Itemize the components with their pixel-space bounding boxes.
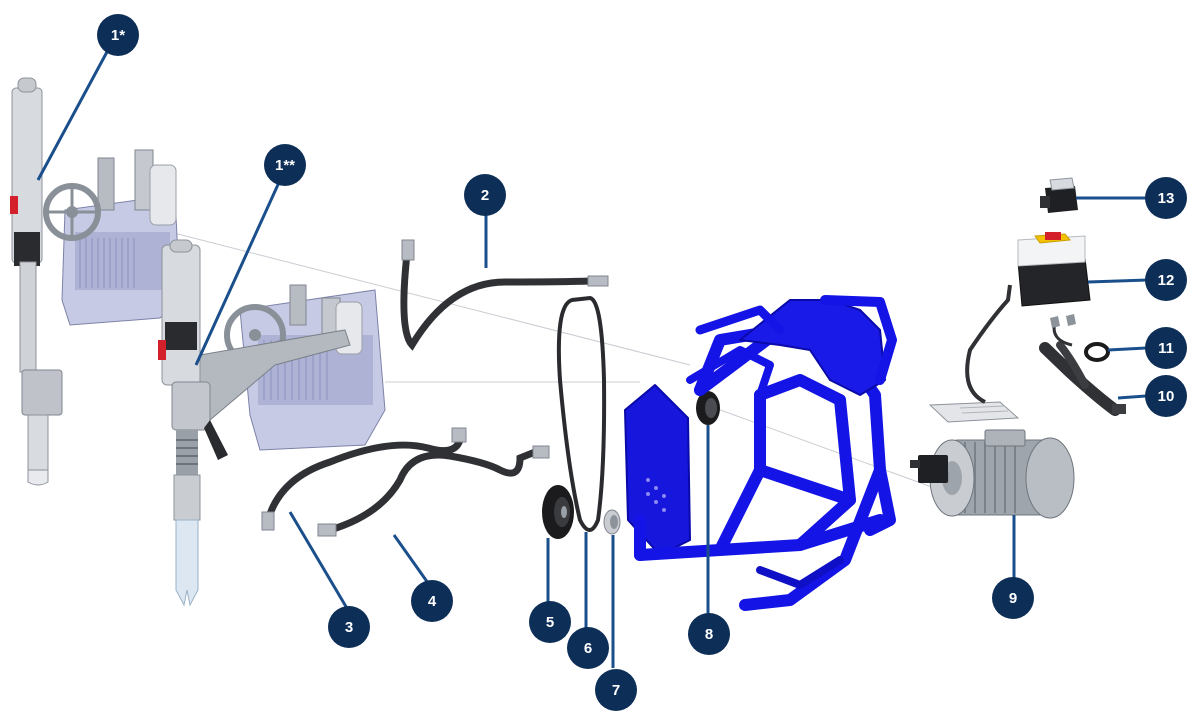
hose-3 [261, 427, 467, 531]
callout-1-double-star: 1** [264, 144, 306, 186]
callout-label: 4 [428, 593, 437, 610]
callout-13: 13 [1145, 177, 1187, 219]
hose-4 [317, 445, 550, 537]
leader-lines [36, 49, 1147, 668]
relay-13 [1040, 177, 1078, 213]
callout-1-star: 1* [97, 14, 139, 56]
seal-ring-8 [696, 391, 720, 425]
belt-6 [556, 295, 607, 532]
callout-5: 5 [529, 601, 571, 643]
callout-label: 10 [1158, 388, 1175, 405]
callout-9: 9 [992, 577, 1034, 619]
callout-6: 6 [567, 627, 609, 669]
pump-assembly-1-star [10, 77, 181, 486]
callout-8: 8 [688, 613, 730, 655]
switch-box-12 [1017, 232, 1091, 328]
callout-label: 9 [1009, 590, 1017, 607]
callout-label: 11 [1158, 340, 1174, 357]
callout-label: 5 [546, 614, 554, 631]
callout-3: 3 [328, 606, 370, 648]
callout-label: 8 [705, 626, 713, 643]
callout-label: 12 [1158, 272, 1175, 289]
hose-2 [400, 239, 609, 351]
callout-2: 2 [464, 174, 506, 216]
callout-label: 1* [111, 27, 125, 44]
pulley-5 [542, 485, 574, 539]
callout-12: 12 [1145, 259, 1187, 301]
callout-4: 4 [411, 580, 453, 622]
power-cord-10 [1039, 341, 1126, 416]
callout-10: 10 [1145, 375, 1187, 417]
bushing-7 [603, 509, 621, 535]
pump-assembly-1-double-star [158, 239, 386, 607]
callout-label: 3 [345, 619, 353, 636]
blue-cart-frame [624, 295, 897, 611]
motor-9 [910, 284, 1075, 519]
callout-label: 7 [612, 682, 620, 699]
callout-label: 1** [275, 157, 295, 174]
callout-label: 2 [481, 187, 489, 204]
callout-7: 7 [595, 669, 637, 711]
callout-label: 13 [1158, 190, 1175, 207]
callout-label: 6 [584, 640, 592, 657]
callout-11: 11 [1145, 327, 1187, 369]
